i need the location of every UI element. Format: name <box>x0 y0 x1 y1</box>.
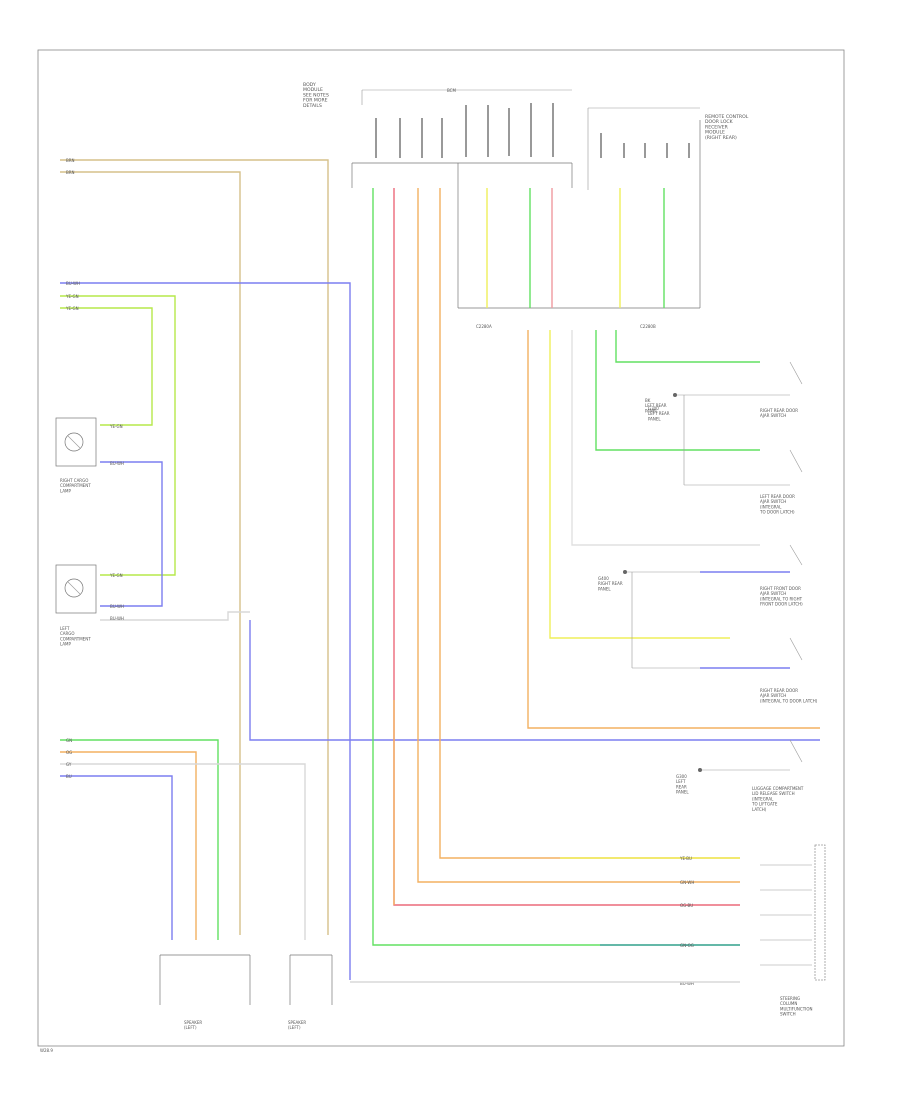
wires <box>60 159 820 980</box>
wire-og-4 <box>439 188 740 859</box>
label-gy: GY <box>66 762 72 767</box>
bu-wh-c: BU-WH <box>110 616 124 621</box>
wire-bu-3 <box>249 620 820 741</box>
wire-bu-1 <box>60 282 351 980</box>
label-brn-1: BRN <box>66 158 75 163</box>
wire-gn-1 <box>60 739 219 940</box>
pin-labels <box>375 103 690 158</box>
wire-gn-5 <box>615 330 760 363</box>
wire-og-3 <box>417 188 740 883</box>
wire-gn-4 <box>595 330 760 451</box>
wire-brn-2 <box>60 171 241 935</box>
wire-bu-2 <box>100 461 163 607</box>
wire-og-1 <box>60 751 197 940</box>
wire-brn-1 <box>60 159 329 935</box>
body-module-header <box>361 89 572 105</box>
door-switch-4 <box>631 572 803 669</box>
bu-wh-b: BU-WH <box>110 604 124 609</box>
wire-bu-4 <box>60 775 173 940</box>
wire-yel-3 <box>549 330 730 639</box>
left-cargo-lamp <box>55 564 97 614</box>
bot-gn-og: GN-OG <box>680 943 694 948</box>
ye-gn-a: YE-GN <box>109 424 123 429</box>
body-module-connector <box>351 120 701 309</box>
remote-module-box <box>587 107 700 190</box>
connector-a-label: C2280A <box>476 324 492 329</box>
wire-og-5 <box>527 330 820 729</box>
diagram-frame <box>37 49 845 1047</box>
speaker-right-label: SPEAKER(LEFT) <box>288 1020 306 1030</box>
steering-column-switch <box>760 844 826 981</box>
bot-bu-wh: BU-WH <box>680 981 694 986</box>
connector-b-label: C2280B <box>640 324 656 329</box>
bu-wh-a: BU-WH <box>110 461 124 466</box>
ye-gn-b: YE-GN <box>109 573 123 578</box>
label-yg-2: YE-GN <box>65 306 79 311</box>
wire-yg-1 <box>60 295 176 576</box>
wire-gn-teal <box>372 188 740 946</box>
footer-label: W28.9 <box>40 1048 53 1053</box>
label-og: OG <box>66 750 72 755</box>
speaker-left-block <box>159 954 251 1005</box>
wire-gy-2 <box>60 763 306 940</box>
door-switch-1 <box>673 361 803 397</box>
label-bu-1: BU-WH <box>66 281 80 286</box>
label-gn: GN <box>66 738 72 743</box>
door-switch-2 <box>683 395 803 486</box>
header-bcm-label: BCM <box>447 88 456 93</box>
wire-gy-1 <box>100 611 250 621</box>
bot-ye-bu: YE-BU <box>679 856 692 861</box>
speaker-right-block <box>289 954 333 1005</box>
speaker-left-label: SPEAKER(LEFT) <box>184 1020 202 1030</box>
door-switch-3 <box>623 544 803 574</box>
liftgate-switch <box>698 739 803 772</box>
bot-gn-wh: GN-WH <box>680 880 694 885</box>
bot-og-bu: OG-BU <box>680 903 693 908</box>
label-yg-1: YE-GN <box>65 294 79 299</box>
right-cargo-lamp <box>55 417 97 467</box>
label-bu: BU <box>66 774 72 779</box>
wire-yg-2 <box>60 307 153 426</box>
wire-gy-3 <box>571 330 760 546</box>
label-brn-2: BRN <box>66 170 75 175</box>
wire-red-1 <box>393 188 740 906</box>
